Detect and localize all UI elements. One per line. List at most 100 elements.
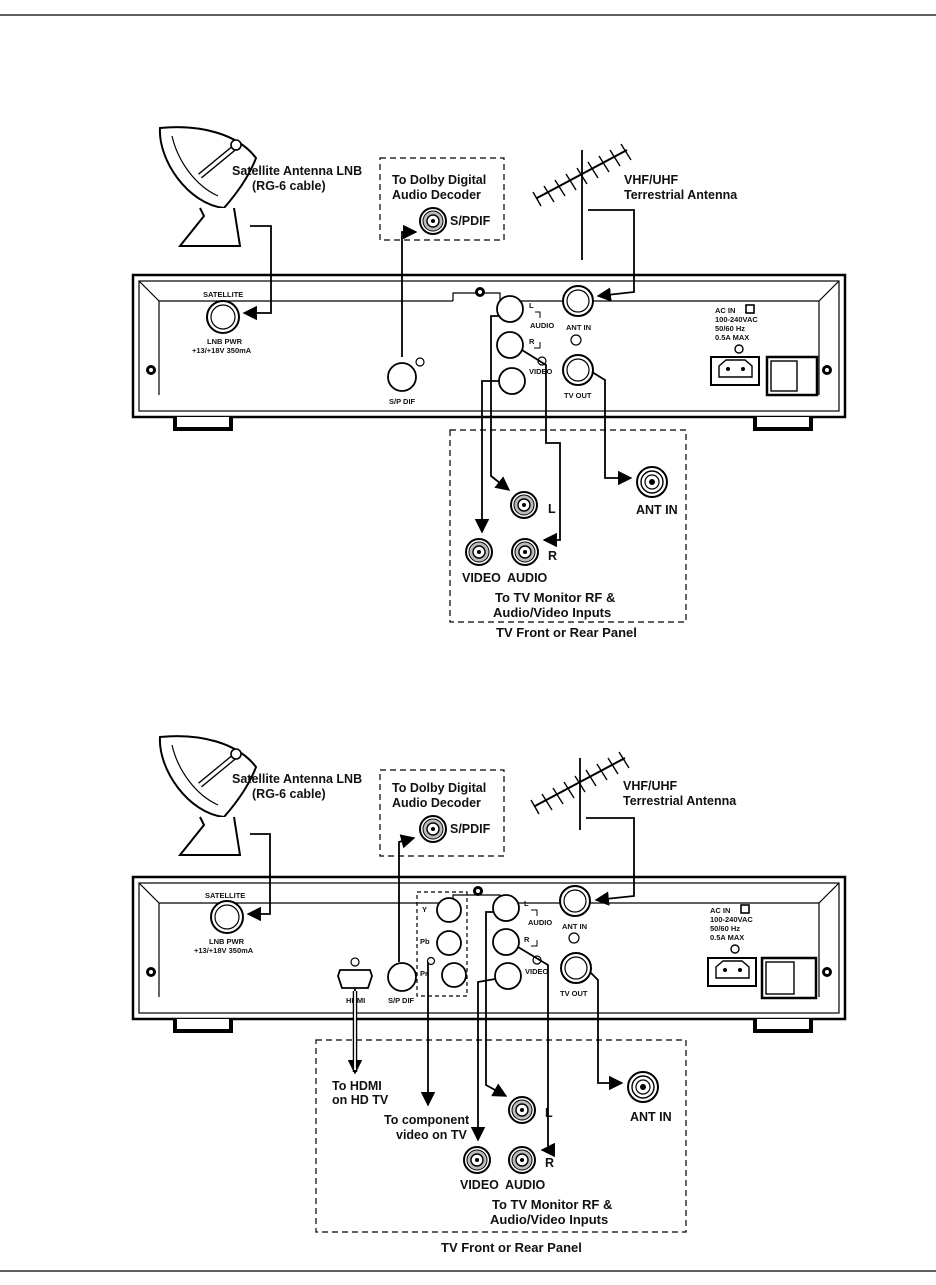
tv-audio-label: AUDIO bbox=[507, 571, 548, 585]
tv-panel-label-2: TV Front or Rear Panel bbox=[441, 1240, 582, 1255]
diagram-1: Satellite Antenna LNB (RG-6 cable) To Do… bbox=[131, 127, 847, 640]
tv-audio-l-jack bbox=[510, 491, 538, 519]
spdif-port bbox=[387, 362, 417, 392]
ac-frequency-label-2: 50/60 Hz bbox=[710, 924, 740, 933]
hdmi-tv-label-line1: To HDMI bbox=[332, 1079, 382, 1093]
component-pb-label: Pb bbox=[420, 937, 430, 946]
audio-l-cable-2 bbox=[485, 911, 508, 1097]
hdmi-tv-label-line2: on HD TV bbox=[332, 1093, 389, 1107]
tv-panel-box bbox=[449, 429, 687, 623]
audio-r-port-2 bbox=[492, 928, 520, 956]
lnb-pwr-label: LNB PWR bbox=[207, 337, 243, 346]
tv-inputs-line1: To TV Monitor RF & bbox=[495, 590, 615, 605]
tv-panel-box-2 bbox=[315, 1039, 687, 1233]
spdif-port-2 bbox=[387, 962, 417, 992]
component-label-line1: To component bbox=[384, 1113, 470, 1127]
antenna-cable-2 bbox=[586, 817, 635, 906]
dolby-label-line2: Audio Decoder bbox=[392, 188, 481, 202]
ac-current-label: 0.5A MAX bbox=[715, 333, 749, 342]
spdif-port-label-2: S/P DIF bbox=[388, 996, 415, 1005]
ac-in-label-2: AC IN bbox=[710, 906, 730, 915]
tv-audio-r-jack bbox=[511, 538, 539, 566]
video-port-2 bbox=[494, 962, 522, 990]
tv-video-label: VIDEO bbox=[462, 571, 501, 585]
ac-in-label: AC IN bbox=[715, 306, 735, 315]
audio-r-port-label-2: R bbox=[524, 935, 530, 944]
component-label-line2: video on TV bbox=[396, 1128, 468, 1142]
audio-r-port-label: R bbox=[529, 337, 535, 346]
video-port bbox=[498, 367, 526, 395]
tv-video-label-2: VIDEO bbox=[460, 1178, 499, 1192]
tv-video-jack-2 bbox=[463, 1146, 491, 1174]
ant-in-port-label: ANT IN bbox=[566, 323, 591, 332]
ac-frequency-label: 50/60 Hz bbox=[715, 324, 745, 333]
tv-inputs-2-line1: To TV Monitor RF & bbox=[492, 1197, 612, 1212]
tv-audio-label-2: AUDIO bbox=[505, 1178, 546, 1192]
hdmi-port bbox=[337, 969, 373, 989]
component-port-group bbox=[416, 891, 468, 997]
satellite-cable-2 bbox=[246, 833, 271, 922]
satellite-label-line2: (RG-6 cable) bbox=[252, 179, 326, 193]
ac-voltage-label: 100-240VAC bbox=[715, 315, 758, 324]
tv-out-port-label: TV OUT bbox=[564, 391, 592, 400]
dolby-decoder-box bbox=[379, 157, 505, 241]
tv-out-port-label-2: TV OUT bbox=[560, 989, 588, 998]
vhf-label-2-line2: Terrestrial Antenna bbox=[623, 794, 737, 808]
audio-l-port bbox=[496, 295, 524, 323]
satellite-cable bbox=[242, 225, 272, 321]
tv-inputs-2-line2: Audio/Video Inputs bbox=[490, 1212, 608, 1227]
component-pr-label: Pr bbox=[420, 969, 428, 978]
tv-audio-r-label: R bbox=[548, 549, 557, 563]
vhf-uhf-antenna-icon-2 bbox=[530, 751, 630, 819]
tv-audio-l-jack-2 bbox=[508, 1096, 536, 1124]
tv-inputs-line2: Audio/Video Inputs bbox=[493, 605, 611, 620]
component-pr-port bbox=[441, 962, 467, 988]
satellite-label-2-line1: Satellite Antenna LNB bbox=[232, 772, 362, 786]
lnb-spec-label-2: +13/+18V 350mA bbox=[194, 946, 254, 955]
dolby-spdif-jack bbox=[419, 207, 447, 235]
dolby-label-line1: To Dolby Digital bbox=[392, 173, 486, 187]
audio-l-cable bbox=[490, 315, 511, 491]
component-y-label: Y bbox=[422, 905, 427, 914]
vhf-uhf-antenna-icon bbox=[532, 143, 632, 211]
satellite-label-2-line2: (RG-6 cable) bbox=[252, 787, 326, 801]
dolby-label-2-line1: To Dolby Digital bbox=[392, 781, 486, 795]
spdif-port-label: S/P DIF bbox=[389, 397, 416, 406]
tv-video-jack bbox=[465, 538, 493, 566]
diagram-2: Satellite Antenna LNB (RG-6 cable) To Do… bbox=[131, 736, 847, 1255]
satellite-label-line1: Satellite Antenna LNB bbox=[232, 164, 362, 178]
receiver-rear-panel-2 bbox=[131, 875, 847, 1035]
dolby-decoder-box-2 bbox=[379, 769, 505, 857]
ac-voltage-label-2: 100-240VAC bbox=[710, 915, 753, 924]
tv-audio-l-label: L bbox=[548, 502, 556, 516]
tv-ant-in-label-2: ANT IN bbox=[630, 1110, 672, 1124]
audio-port-label-2: AUDIO bbox=[528, 918, 552, 927]
antenna-cable bbox=[588, 209, 635, 302]
tv-audio-r-jack-2 bbox=[508, 1146, 536, 1174]
satellite-port-label-2: SATELLITE bbox=[205, 891, 245, 900]
vhf-label-line1: VHF/UHF bbox=[624, 173, 679, 187]
ac-current-label-2: 0.5A MAX bbox=[710, 933, 744, 942]
tv-ant-in-port bbox=[636, 466, 668, 498]
audio-l-port-2 bbox=[492, 894, 520, 922]
satellite-dish-icon-2 bbox=[160, 736, 256, 855]
tv-ant-in-port-2 bbox=[627, 1071, 659, 1103]
audio-l-port-label-2: L bbox=[524, 899, 529, 908]
lnb-pwr-label-2: LNB PWR bbox=[209, 937, 245, 946]
video-cable bbox=[474, 380, 499, 534]
dolby-spdif-label: S/PDIF bbox=[450, 214, 491, 228]
tv-ant-in-label: ANT IN bbox=[636, 503, 678, 517]
audio-r-cable bbox=[521, 349, 561, 548]
audio-port-label: AUDIO bbox=[530, 321, 554, 330]
tv-panel-label: TV Front or Rear Panel bbox=[496, 625, 637, 640]
tv-audio-r-label-2: R bbox=[545, 1156, 554, 1170]
tv-out-cable-2 bbox=[589, 971, 624, 1091]
video-cable-2 bbox=[470, 978, 496, 1142]
vhf-label-2-line1: VHF/UHF bbox=[623, 779, 678, 793]
component-y-port bbox=[436, 897, 462, 923]
ant-in-port-label-2: ANT IN bbox=[562, 922, 587, 931]
video-port-label-2: VIDEO bbox=[525, 967, 549, 976]
spdif-cable bbox=[401, 224, 418, 357]
satellite-port-label: SATELLITE bbox=[203, 290, 243, 299]
